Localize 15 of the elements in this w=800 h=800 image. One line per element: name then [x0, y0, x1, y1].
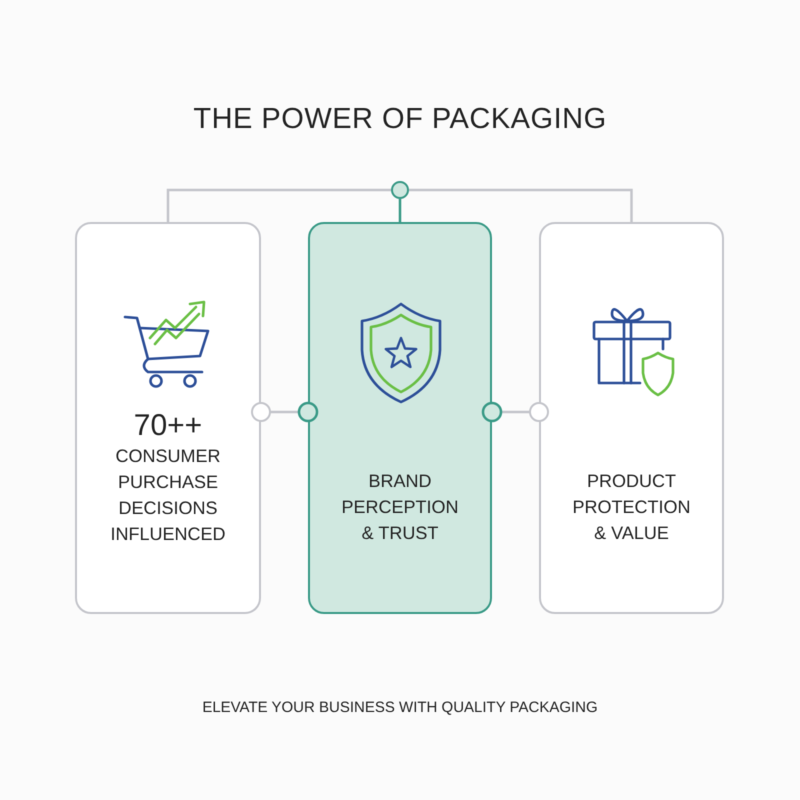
card-label: BRAND PERCEPTION & TRUST: [340, 470, 460, 545]
connector-line: [251, 402, 318, 422]
connector-line: [398, 199, 402, 222]
connector-line: [482, 402, 549, 422]
card-label: CONSUMER PURCHASE DECISIONS INFLUENCED: [109, 445, 226, 546]
junction-dot: [391, 181, 409, 199]
card-label: PRODUCT PROTECTION & VALUE: [571, 470, 692, 545]
stat-value: 70++: [132, 409, 204, 443]
info-card: [308, 222, 492, 614]
tagline: ELEVATE YOUR BUSINESS WITH QUALITY PACKAGING: [201, 698, 599, 718]
info-card: [539, 222, 724, 614]
connector-line: [166, 188, 391, 222]
page-title: THE POWER OF PACKAGING: [192, 102, 608, 137]
connector-line: [409, 188, 633, 222]
info-card: [75, 222, 261, 614]
